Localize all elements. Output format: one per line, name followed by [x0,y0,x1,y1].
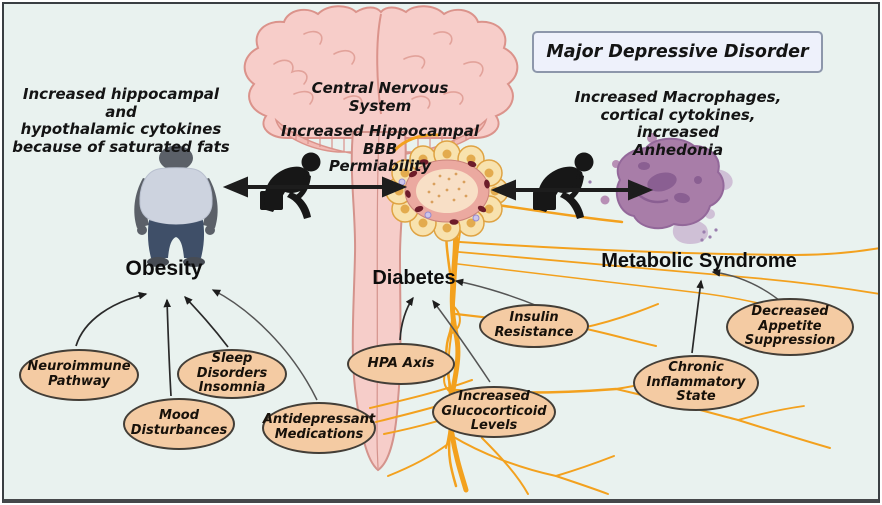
annotation-left: Increased hippocampal and hypothalamic c… [12,85,230,157]
heading-diabetes: Diabetes [372,267,456,289]
annotation-right: Increased Macrophages, cortical cytokine… [574,88,782,160]
heading-metabolic-syndrome: Metabolic Syndrome [601,250,797,272]
heading-obesity: Obesity [125,257,203,280]
mdd-title-label: Major Depressive Disorder [546,42,809,62]
bubble-decreased-appetite-suppression: Decreased Appetite Suppression [726,298,854,356]
relationship-arrows [75,176,785,401]
diagram-artwork [75,5,878,495]
bubble-insulin-resistance: Insulin Resistance [479,304,589,348]
obese-person-figure [134,145,218,267]
bubble-sleep-disorders-insomnia: Sleep Disorders Insomnia [177,349,287,399]
bubble-antidepressant-medications: Antidepressant Medications [262,402,376,454]
bubble-increased-glucocorticoid-levels: Increased Glucocorticoid Levels [432,386,556,438]
mdd-title-box: Major Depressive Disorder [532,31,823,73]
bubble-neuroimmune-pathway: Neuroimmune Pathway [19,349,139,401]
bubble-chronic-inflammatory-state: Chronic Inflammatory State [633,355,759,411]
depressed-person-figure-right [533,152,594,219]
annotation-bbb-permeability: Increased Hippocampal BBB Permiability [280,122,480,176]
macrophage-cell-illustration [584,133,733,244]
annotation-cns: Central Nervous System [311,79,449,115]
bubble-hpa-axis: HPA Axis [347,343,455,385]
bubble-mood-disturbances: Mood Disturbances [123,398,235,450]
